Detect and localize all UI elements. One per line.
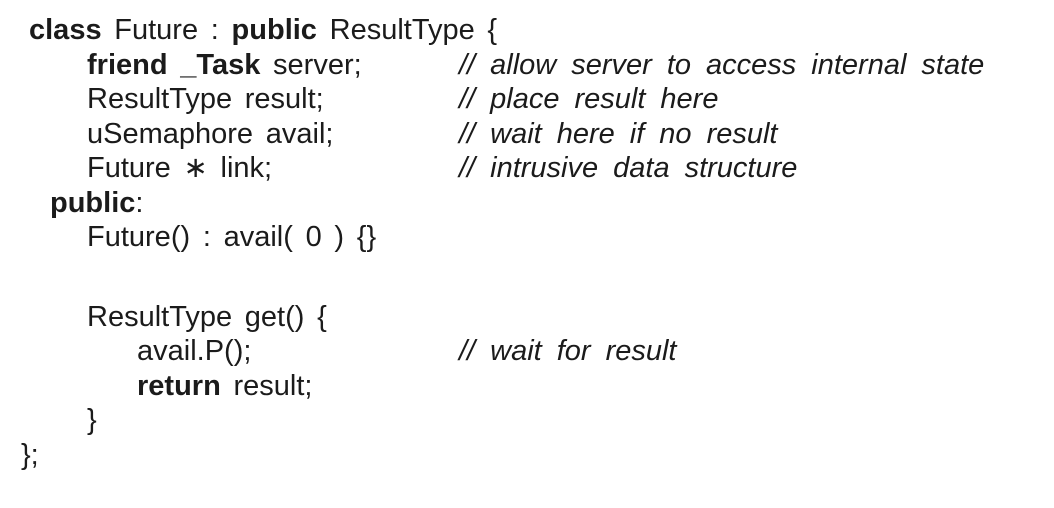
code-token: result; bbox=[220, 369, 313, 402]
code-line-public-label: public: bbox=[0, 186, 1054, 221]
code-line-class-decl: class Future : public ResultType { bbox=[0, 13, 1054, 48]
code-comment: // intrusive data structure bbox=[459, 152, 798, 184]
code-line-close-class: }; bbox=[0, 438, 1054, 473]
code-line-avail-p: avail.P(); // wait for result bbox=[0, 334, 1054, 369]
code-comment: // wait here if no result bbox=[459, 117, 778, 150]
code-token: server; bbox=[260, 48, 362, 81]
code-token: avail.P(); bbox=[137, 335, 252, 367]
code-line-constructor: Future() : avail( 0 ) {} bbox=[0, 220, 1054, 255]
code-line-get-signature: ResultType get() { bbox=[0, 300, 1054, 335]
code-line-friend-decl: friend _Task server; // allow server to … bbox=[0, 48, 1054, 83]
code-token: ResultType result; bbox=[87, 83, 324, 115]
keyword-return: return bbox=[137, 369, 221, 402]
keyword-public: public bbox=[231, 14, 317, 46]
code-listing: class Future : public ResultType { frien… bbox=[0, 13, 1054, 472]
code-token: Future : bbox=[101, 14, 232, 46]
code-token: ResultType get() { bbox=[87, 300, 327, 333]
code-comment: // allow server to access internal state bbox=[459, 48, 985, 81]
code-token: : bbox=[135, 186, 144, 219]
code-line-blank bbox=[0, 255, 1054, 300]
code-token: Future() : avail( 0 ) {} bbox=[87, 221, 377, 253]
code-token: } bbox=[87, 404, 97, 436]
code-comment: // place result here bbox=[459, 83, 719, 115]
code-token: uSemaphore avail; bbox=[87, 117, 334, 150]
code-line-link-decl: Future ∗ link; // intrusive data structu… bbox=[0, 151, 1054, 186]
code-line-semaphore-decl: uSemaphore avail; // wait here if no res… bbox=[0, 117, 1054, 152]
keyword-friend-task: friend _Task bbox=[87, 48, 261, 81]
code-token: Future ∗ link; bbox=[87, 152, 273, 184]
keyword-class: class bbox=[29, 14, 102, 46]
code-token: }; bbox=[21, 438, 39, 471]
code-line-return: return result; bbox=[0, 369, 1054, 404]
code-line-result-decl: ResultType result; // place result here bbox=[0, 82, 1054, 117]
code-comment: // wait for result bbox=[459, 335, 677, 367]
code-line-close-get: } bbox=[0, 403, 1054, 438]
code-token: ResultType { bbox=[316, 14, 498, 46]
keyword-public-access: public bbox=[50, 186, 136, 219]
